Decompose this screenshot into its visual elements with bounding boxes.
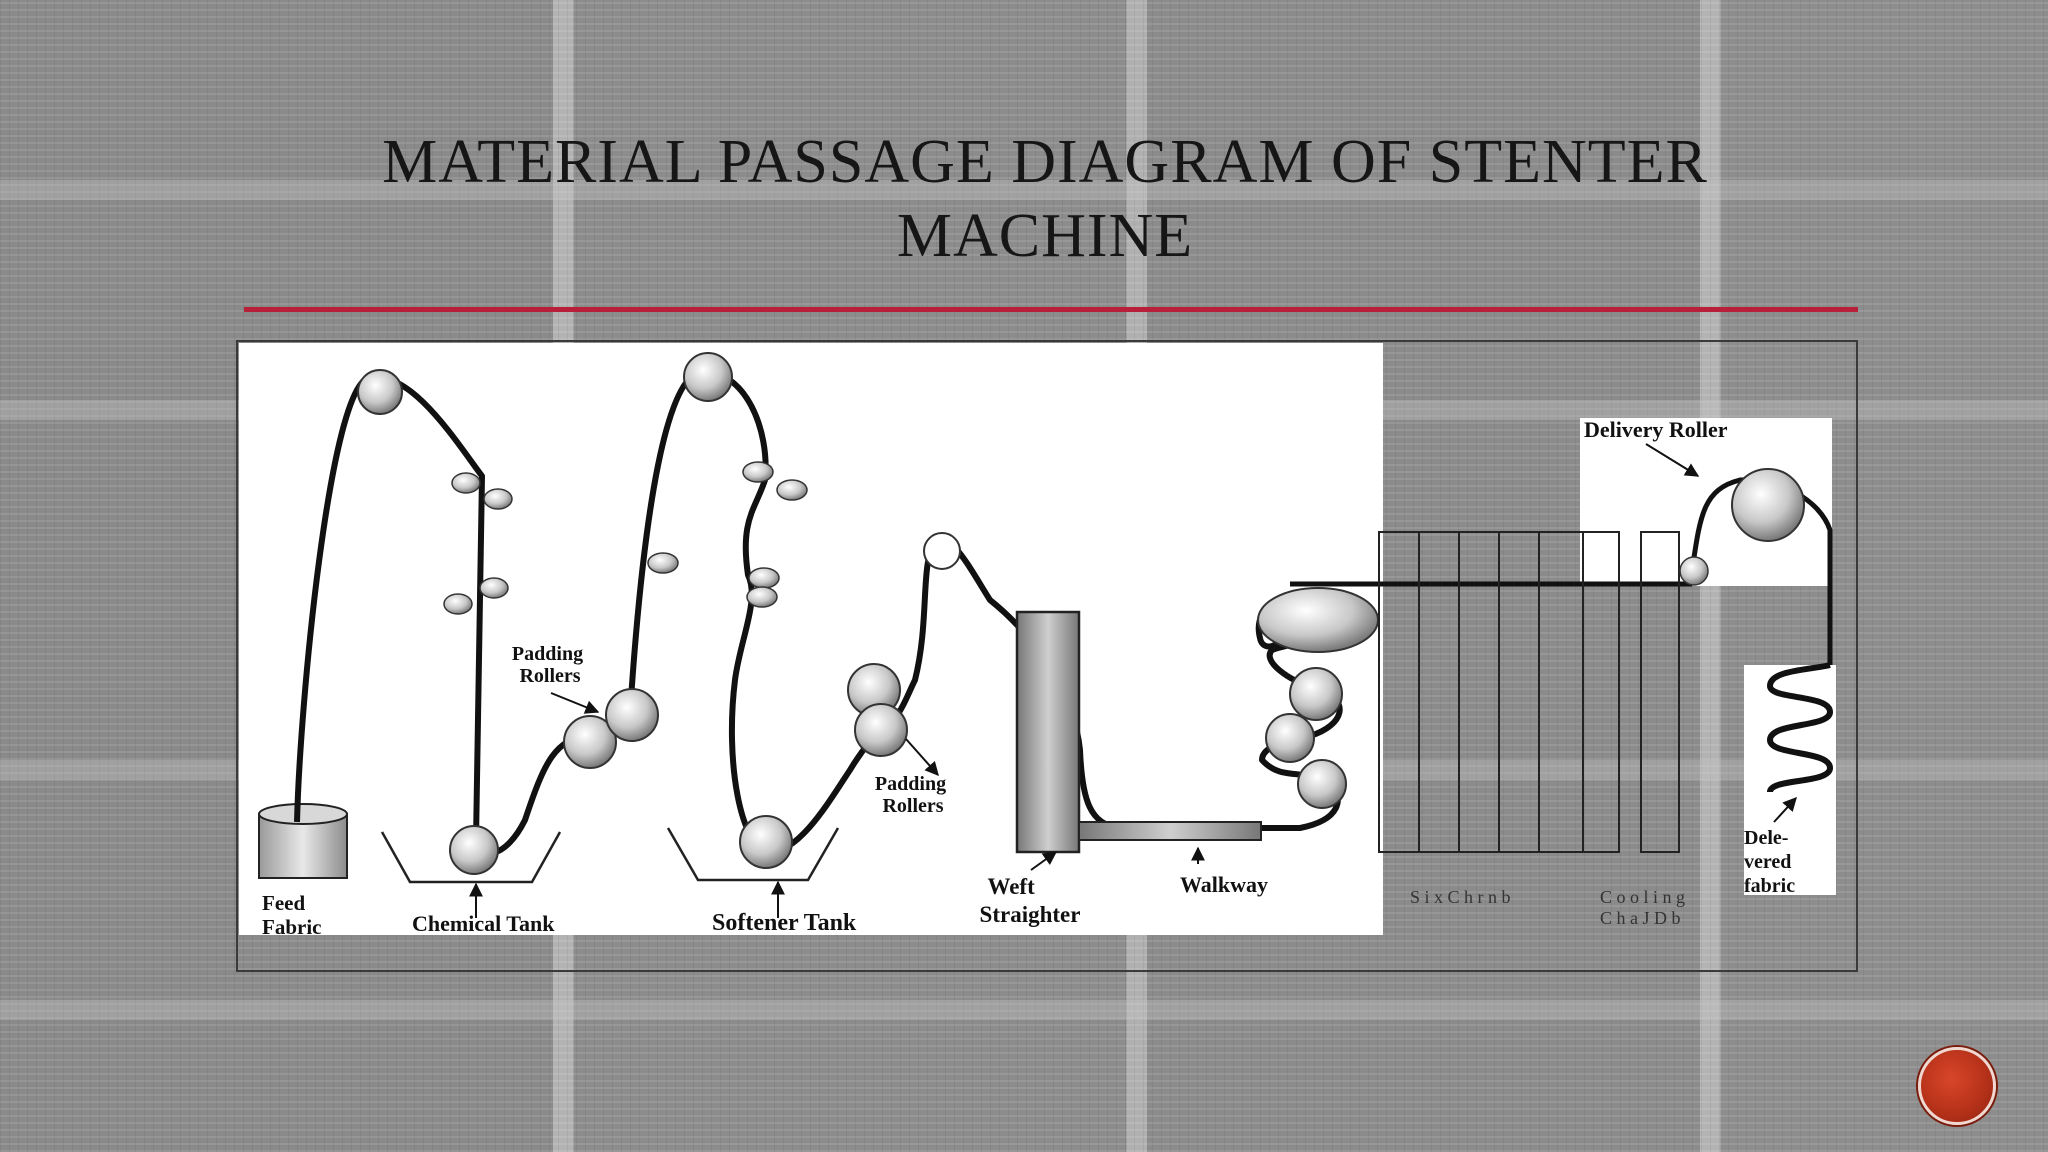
small-roller xyxy=(479,577,509,599)
delivery-roller xyxy=(1731,468,1805,542)
label-delivery-roller: Delivery Roller xyxy=(1584,417,1728,442)
weft-straighter xyxy=(1015,610,1081,854)
pointer-arrow xyxy=(550,692,600,714)
pointer-arrow xyxy=(1645,443,1700,477)
small-roller xyxy=(776,479,808,501)
label-softener-tank: Softener Tank xyxy=(712,910,857,936)
pointer-arrow xyxy=(1030,851,1058,871)
guide-roller xyxy=(923,532,961,570)
label-feed-fabric: Feed Fabric xyxy=(262,891,321,939)
small-roller xyxy=(483,488,513,510)
overfeed-roller xyxy=(1265,713,1315,763)
padding-roller xyxy=(854,703,908,757)
next-slide-button[interactable] xyxy=(1918,1047,1996,1125)
label-padding-rollers-1: Padding Rollers xyxy=(512,643,588,687)
softener-tank xyxy=(666,827,840,882)
overfeed-roller xyxy=(1297,759,1347,809)
stenter-fabric-line xyxy=(1290,477,1833,665)
walkway xyxy=(1078,821,1262,841)
title-underline xyxy=(244,307,1858,312)
slide-title: MATERIAL PASSAGE DIAGRAM OF STENTER MACH… xyxy=(382,128,1708,270)
padding-roller xyxy=(563,715,617,769)
label-weft-straighter: Weft Straighter xyxy=(980,874,1081,927)
guide-roller xyxy=(1679,556,1709,586)
background-band xyxy=(0,1000,2048,1020)
small-roller xyxy=(443,593,473,615)
small-roller xyxy=(451,472,481,494)
diagram-frame xyxy=(236,340,1858,972)
label-padding-rollers-2: Padding Rollers xyxy=(875,773,951,817)
small-roller xyxy=(647,552,679,574)
feed-fabric-drum xyxy=(258,803,348,879)
tank-roller xyxy=(739,815,793,869)
pointer-arrow xyxy=(905,738,939,777)
overfeed-roller xyxy=(1257,587,1379,653)
pointer-arrow xyxy=(1773,796,1797,823)
overfeed-roller xyxy=(1289,667,1343,721)
chemical-tank xyxy=(380,831,562,884)
label-walkway: Walkway xyxy=(1180,872,1268,897)
small-roller xyxy=(748,567,780,589)
label-cooling-chamber: C o o l i n g C h a J D b xyxy=(1600,887,1690,928)
label-delivered-fabric: Dele- vered fabric xyxy=(1744,827,1796,897)
guide-roller xyxy=(683,352,733,402)
diagram-panel-left xyxy=(239,343,1383,935)
label-six-chambers: S i x C h r n b xyxy=(1410,887,1511,907)
small-roller xyxy=(742,461,774,483)
padding-roller xyxy=(605,688,659,742)
delivered-fabric-folds xyxy=(1766,662,1834,794)
stenter-chambers xyxy=(1378,531,1680,853)
guide-roller xyxy=(357,369,403,415)
background-band xyxy=(0,180,2048,200)
label-chemical-tank: Chemical Tank xyxy=(412,911,555,936)
tank-roller xyxy=(449,825,499,875)
fabric-path xyxy=(294,368,1343,857)
small-roller xyxy=(746,586,778,608)
